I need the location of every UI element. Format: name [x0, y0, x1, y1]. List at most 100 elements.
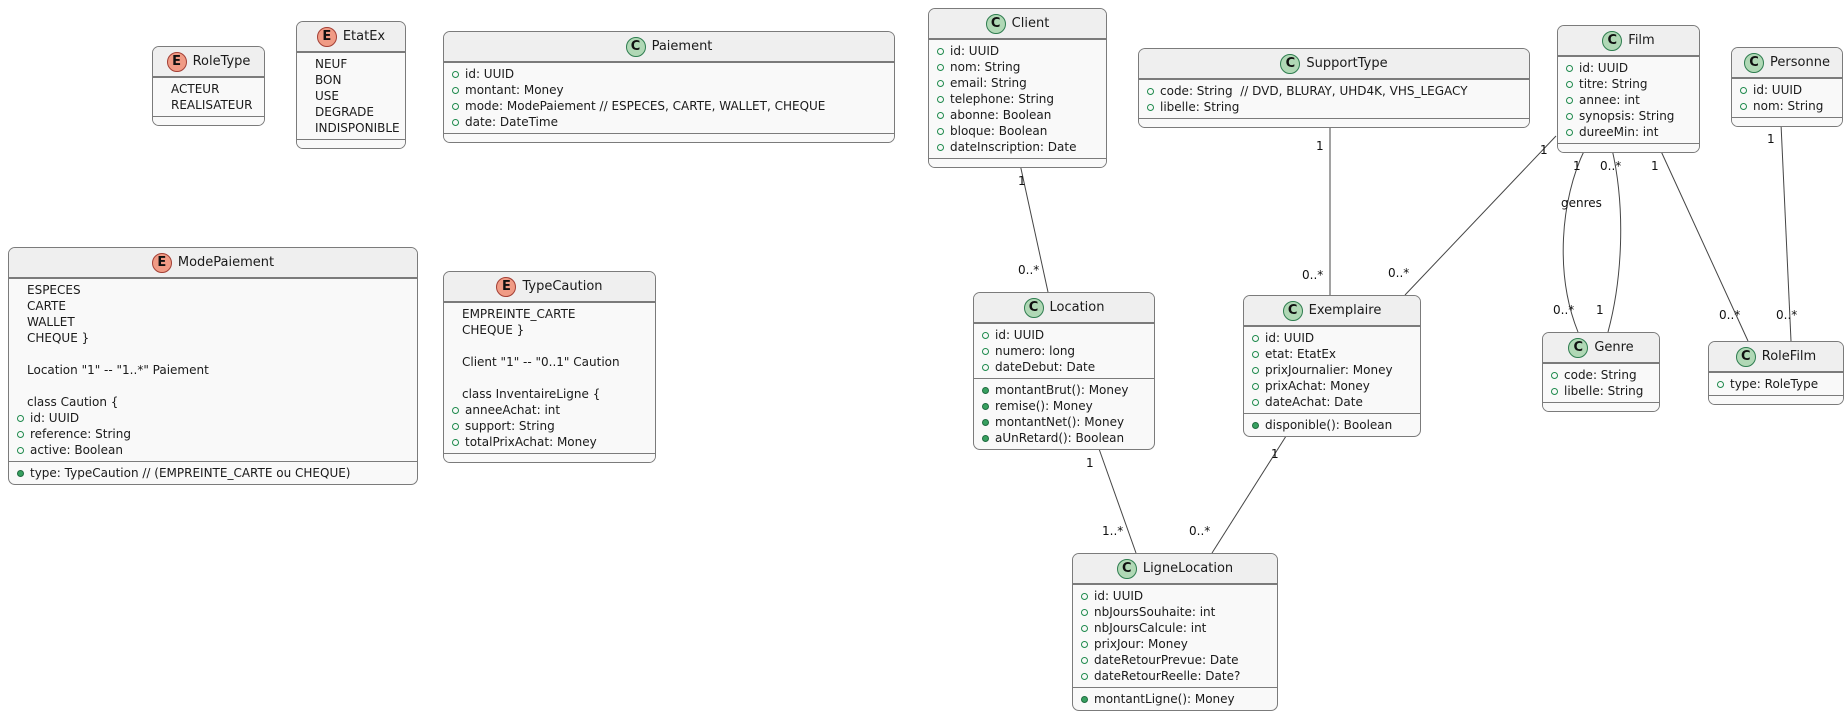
member-section: type: TypeCaution // (EMPREINTE_CARTE ou…: [9, 461, 417, 484]
field-dot-icon: [1740, 102, 1747, 110]
member-line: anneeAchat: int: [444, 402, 649, 418]
class-badge-icon: C: [1602, 30, 1623, 51]
edge-label-location-lignelocation-0: 1: [1086, 456, 1094, 470]
member-text: id: UUID: [995, 328, 1045, 342]
method-dot-icon: [1252, 421, 1259, 429]
member-text: email: String: [950, 76, 1027, 90]
member-text: Location "1" -- "1..*" Paiement: [27, 363, 209, 377]
field-dot-icon: [1551, 387, 1558, 395]
member-text: anneeAchat: int: [465, 403, 561, 417]
empty-compartment: [153, 116, 264, 125]
member-line: titre: String: [1558, 76, 1693, 92]
field-dot-icon: [1566, 128, 1573, 136]
member-line: bloque: Boolean: [929, 123, 1100, 139]
member-text: NEUF: [315, 57, 348, 71]
edge-label-film-rolefilm-0: 1: [1651, 159, 1659, 173]
empty-compartment: [1558, 143, 1699, 152]
member-text: nom: String: [950, 60, 1021, 74]
field-dot-icon: [452, 438, 459, 446]
edge-label-film-exemplaire-0: 1: [1540, 143, 1548, 157]
member-line: nom: String: [1732, 98, 1836, 114]
field-dot-icon: [982, 331, 989, 339]
method-dot-icon: [17, 469, 24, 477]
member-line: support: String: [444, 418, 649, 434]
class-name: RoleFilm: [1761, 349, 1817, 364]
member-line: montant: Money: [444, 82, 888, 98]
member-text: Client "1" -- "0..1" Caution: [462, 355, 620, 369]
member-text: telephone: String: [950, 92, 1055, 106]
member-text: abonne: Boolean: [950, 108, 1052, 122]
method-dot-icon: [1081, 695, 1088, 703]
empty-compartment: [1732, 117, 1842, 126]
member-text: synopsis: String: [1579, 109, 1675, 123]
field-dot-icon: [1147, 87, 1154, 95]
empty-compartment: [1139, 118, 1529, 127]
member-section: code: String // DVD, BLURAY, UHD4K, VHS_…: [1139, 79, 1529, 118]
member-line: [9, 378, 411, 394]
member-line: id: UUID: [1244, 330, 1414, 346]
member-line: type: TypeCaution // (EMPREINTE_CARTE ou…: [9, 465, 411, 481]
edge-label-personne-rolefilm-1: 0..*: [1776, 308, 1798, 322]
field-dot-icon: [1252, 350, 1259, 358]
field-dot-icon: [1252, 382, 1259, 390]
member-line: nom: String: [929, 59, 1100, 75]
member-line: nbJoursSouhaite: int: [1073, 604, 1271, 620]
field-dot-icon: [1252, 398, 1259, 406]
class-badge-icon: C: [1568, 337, 1589, 358]
member-text: remise(): Money: [995, 399, 1093, 413]
member-line: code: String: [1543, 367, 1653, 383]
member-line: Client "1" -- "0..1" Caution: [444, 354, 649, 370]
field-dot-icon: [937, 95, 944, 103]
member-line: synopsis: String: [1558, 108, 1693, 124]
member-text: totalPrixAchat: Money: [465, 435, 597, 449]
member-line: active: Boolean: [9, 442, 411, 458]
member-line: Location "1" -- "1..*" Paiement: [9, 362, 411, 378]
member-text: DEGRADE: [315, 105, 375, 119]
enum-badge-icon: E: [496, 276, 517, 297]
member-line: etat: EtatEx: [1244, 346, 1414, 362]
field-dot-icon: [1081, 592, 1088, 600]
member-text: INDISPONIBLE: [315, 121, 400, 135]
class-badge-icon: C: [1116, 558, 1137, 579]
member-line: telephone: String: [929, 91, 1100, 107]
class-name: Client: [1011, 16, 1050, 31]
member-text: dateDebut: Date: [995, 360, 1096, 374]
class-badge-icon: C: [1280, 53, 1301, 74]
member-text: class Caution {: [27, 395, 119, 409]
member-text: montantLigne(): Money: [1094, 692, 1235, 706]
field-dot-icon: [17, 430, 24, 438]
member-text: REALISATEUR: [171, 98, 253, 112]
field-dot-icon: [1081, 640, 1088, 648]
member-text: prixJour: Money: [1094, 637, 1188, 651]
member-text: dateAchat: Date: [1265, 395, 1363, 409]
field-dot-icon: [452, 86, 459, 94]
field-dot-icon: [1551, 371, 1558, 379]
member-text: ACTEUR: [171, 82, 220, 96]
empty-compartment: [444, 453, 655, 462]
member-line: CARTE: [9, 298, 411, 314]
member-line: abonne: Boolean: [929, 107, 1100, 123]
field-dot-icon: [452, 118, 459, 126]
edge-label-film-genre-2-1: 1: [1596, 303, 1604, 317]
method-dot-icon: [982, 418, 989, 426]
class-name: Personne: [1770, 55, 1830, 70]
edge-label-film-genre-genres-1: genres: [1561, 196, 1602, 210]
